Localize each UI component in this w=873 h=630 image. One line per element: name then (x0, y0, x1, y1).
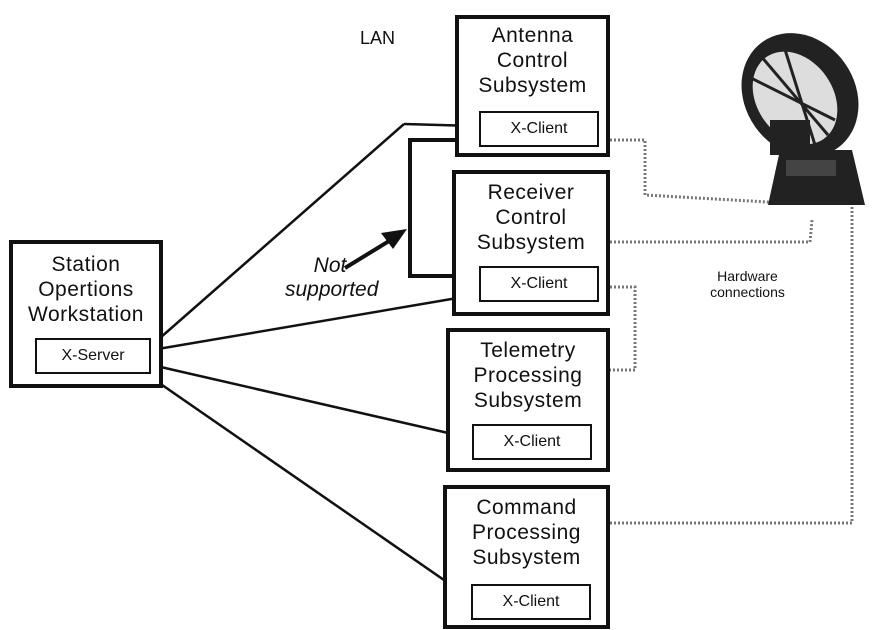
lan-label: LAN (360, 28, 396, 48)
antenna-title-line-3: Subsystem (478, 74, 587, 97)
lan-connections (151, 122, 476, 600)
not-supported-line-1: Not (313, 254, 347, 277)
hw-line-command (610, 205, 854, 525)
hw-line-telemetry (610, 285, 637, 372)
telemetry-title-line-1: Telemetry (480, 339, 576, 362)
workstation-title-line-2: Opertions (38, 278, 134, 301)
station-workstation-box: Station Opertions Workstation X-Server (9, 240, 163, 388)
workstation-title-line-3: Workstation (28, 303, 144, 326)
not-supported-label: Not supported (285, 254, 379, 302)
hw-line-antenna (598, 138, 786, 205)
antenna-x-client-box: X-Client (479, 111, 599, 147)
lan-line-command (151, 376, 471, 600)
command-processing-subsystem-box: Command Processing Subsystem X-Client (443, 485, 610, 629)
not-supported-arrow (343, 229, 407, 270)
receiver-title: Receiver Control Subsystem (456, 180, 606, 255)
command-title-line-2: Processing (472, 521, 581, 544)
telemetry-title: Telemetry Processing Subsystem (450, 338, 606, 413)
hardware-connections (598, 138, 854, 525)
telemetry-x-client-box: X-Client (472, 424, 592, 460)
not-supported-line-2: supported (285, 278, 379, 301)
telemetry-title-line-3: Subsystem (473, 389, 583, 412)
hw-line-receiver (610, 219, 814, 244)
lan-line-receiver (151, 293, 476, 352)
hardware-connections-label: Hardware connections (690, 268, 805, 300)
command-title-line-3: Subsystem (472, 546, 581, 569)
hardware-label-line-1: Hardware (717, 268, 778, 284)
receiver-x-client-box: X-Client (479, 266, 599, 302)
lan-line-antenna (151, 123, 405, 346)
telemetry-title-line-2: Processing (473, 364, 583, 387)
antenna-control-subsystem-box: Antenna Control Subsystem X-Client (455, 15, 610, 157)
receiver-title-line-1: Receiver (487, 181, 575, 204)
antenna-title-line-2: Control (496, 49, 569, 72)
command-x-client-box: X-Client (471, 584, 591, 620)
x-server-box: X-Server (35, 338, 151, 374)
receiver-title-line-3: Subsystem (476, 231, 586, 254)
antenna-title: Antenna Control Subsystem (459, 23, 606, 98)
lan-line-telemetry (151, 363, 471, 440)
antenna-title-line-1: Antenna (491, 24, 574, 47)
satellite-dish-icon (741, 33, 865, 205)
command-title: Command Processing Subsystem (447, 495, 606, 570)
workstation-title-line-1: Station (51, 253, 121, 276)
workstation-title: Station Opertions Workstation (13, 252, 159, 327)
receiver-title-line-2: Control (495, 206, 567, 229)
unsupported-connection (408, 138, 475, 278)
receiver-control-subsystem-box: Receiver Control Subsystem X-Client (452, 170, 610, 316)
telemetry-processing-subsystem-box: Telemetry Processing Subsystem X-Client (446, 328, 610, 472)
command-title-line-1: Command (476, 496, 577, 519)
hardware-label-line-2: connections (710, 284, 785, 300)
